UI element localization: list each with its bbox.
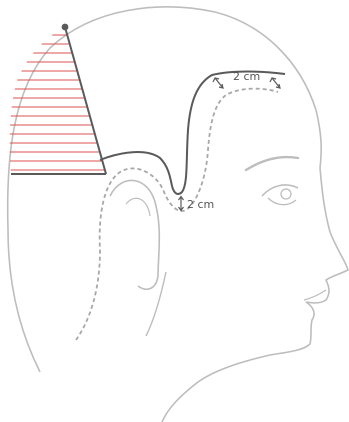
ear-inner (126, 198, 150, 216)
top-measurement-label: 2 cm (233, 70, 260, 83)
eye-upper-lid (262, 185, 298, 196)
hairline-guide (100, 72, 285, 195)
eye-lower-lid (268, 198, 296, 205)
hatched-section (0, 35, 120, 170)
crown-point (62, 24, 69, 31)
eye-iris (281, 189, 291, 199)
measure-arrow-right (270, 78, 280, 88)
ear-measurement-label: 2 cm (187, 198, 214, 211)
measure-arrow-ear (179, 197, 184, 211)
eyebrow (246, 157, 298, 170)
ear (110, 180, 159, 289)
measure-arrow-left (213, 78, 223, 88)
lips-line (304, 290, 326, 300)
natural-hairline-dashed (76, 89, 278, 340)
